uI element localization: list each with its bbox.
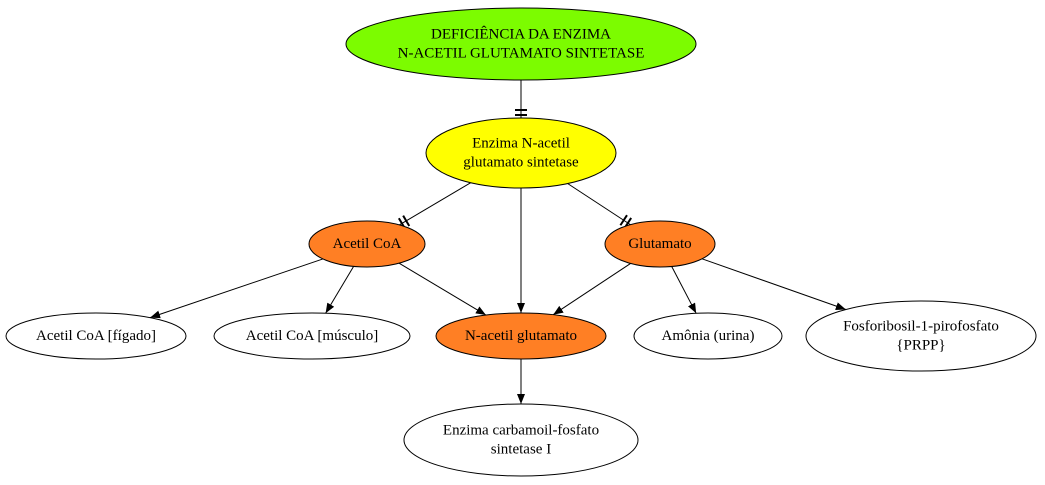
- node-shape: [213, 312, 411, 360]
- node-label: Glutamato: [628, 236, 691, 252]
- edge-acetil_coa-to-acetil_coa_musculo: [325, 266, 355, 314]
- edge-glutamato-to-prpp: [701, 258, 847, 310]
- edge-glutamato-to-n_acetil_glutamato: [552, 263, 631, 316]
- node-deficiency: DEFICIÊNCIA DA ENZIMA N-ACETIL GLUTAMATO …: [345, 7, 697, 81]
- node-carbamoil: Enzima carbamoil-fosfato sintetase I: [403, 403, 639, 477]
- node-label: {PRPP}: [896, 338, 945, 354]
- node-shape: [435, 312, 607, 360]
- inhibition-bar: [402, 215, 411, 227]
- edge-acetil_coa-to-acetil_coa_figado: [149, 258, 324, 319]
- node-shape: [403, 403, 639, 477]
- node-acetil-coa: Acetil CoA: [308, 220, 426, 268]
- node-acetil-coa-figado: Acetil CoA [fígado]: [5, 312, 187, 360]
- node-shape: [805, 300, 1037, 372]
- inhibition-bar: [619, 214, 628, 226]
- node-label: glutamato sintetase: [463, 155, 579, 171]
- node-shape: [425, 117, 617, 189]
- edge-enzyme-to-acetil_coa: [397, 182, 471, 230]
- node-shape: [308, 220, 426, 268]
- node-glutamato: Glutamato: [604, 220, 716, 268]
- node-label: sintetase I: [491, 442, 551, 458]
- node-label: DEFICIÊNCIA DA ENZIMA: [431, 26, 611, 43]
- node-shape: [5, 312, 187, 360]
- node-shape: [633, 312, 783, 360]
- edge-enzyme-to-glutamato: [567, 183, 633, 229]
- node-acetil-coa-musculo: Acetil CoA [músculo]: [213, 312, 411, 360]
- edge-deficiency-to-enzyme: [515, 80, 527, 118]
- node-n-acetil-glutamato: N-acetil glutamato: [435, 312, 607, 360]
- node-label: Acetil CoA [fígado]: [36, 328, 156, 344]
- edge-acetil_coa-to-n_acetil_glutamato: [398, 262, 487, 316]
- node-label: Acetil CoA: [333, 236, 402, 252]
- node-label: N-acetil glutamato: [465, 328, 577, 344]
- node-shape: [345, 7, 697, 81]
- node-enzyme: Enzima N-acetil glutamato sintetase: [425, 117, 617, 189]
- node-label: Amônia (urina): [662, 328, 755, 344]
- node-prpp: Fosforibosil-1-pirofosfato {PRPP}: [805, 300, 1037, 372]
- edge-glutamato-to-amonia: [671, 266, 697, 314]
- node-label: Enzima N-acetil: [472, 136, 570, 152]
- node-shape: [604, 220, 716, 268]
- node-label: Fosforibosil-1-pirofosfato: [843, 319, 999, 335]
- node-label: Enzima carbamoil-fosfato: [443, 423, 599, 439]
- node-label: N-ACETIL GLUTAMATO SINTETASE: [398, 46, 645, 62]
- node-label: Acetil CoA [músculo]: [246, 328, 378, 344]
- node-amonia: Amônia (urina): [633, 312, 783, 360]
